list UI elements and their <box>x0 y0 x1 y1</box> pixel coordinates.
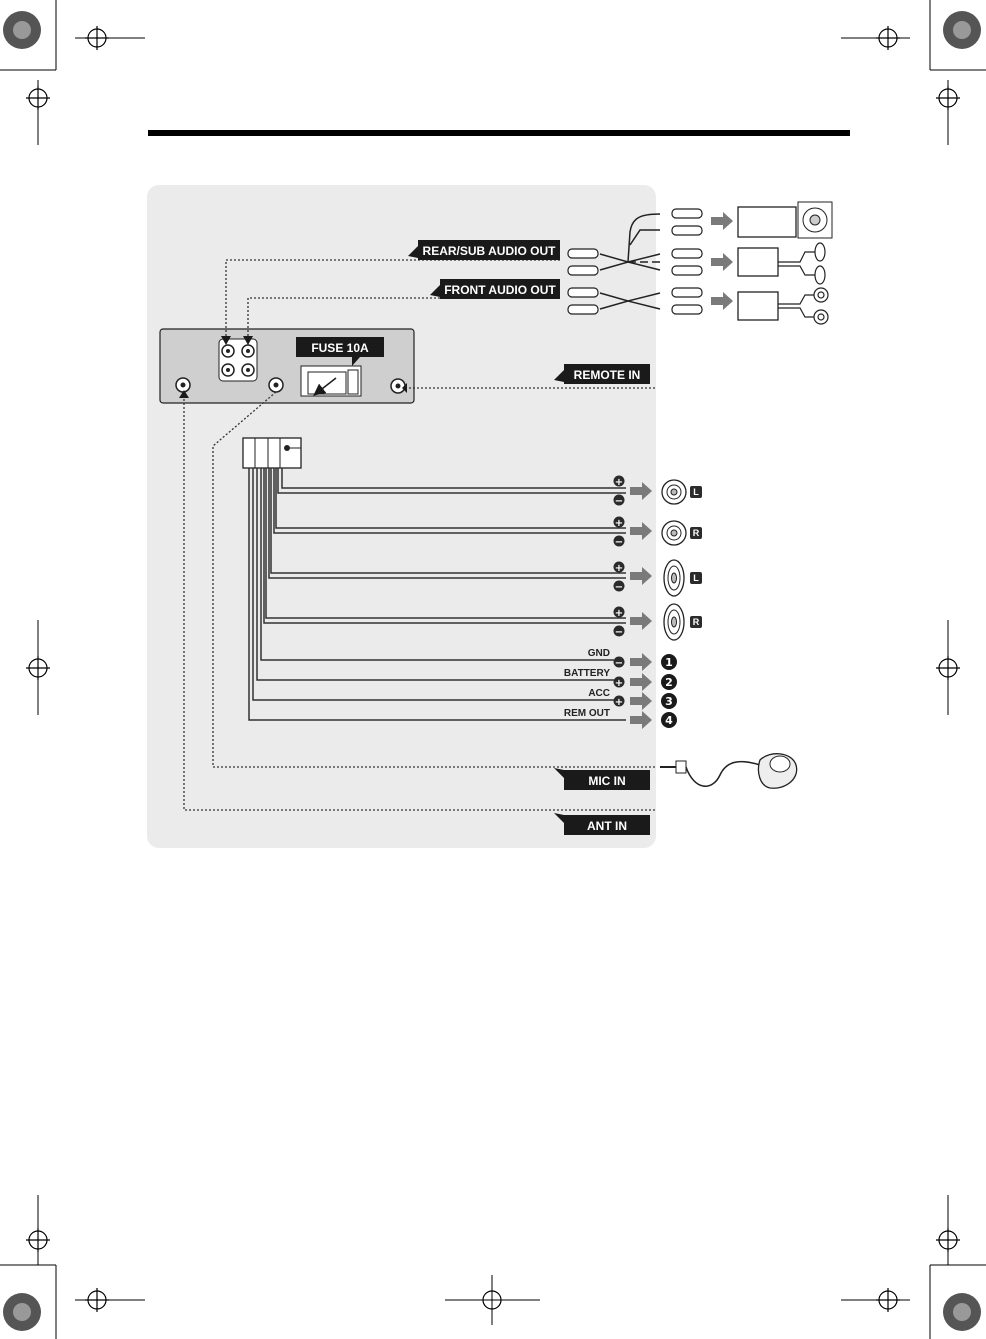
microphone-icon <box>660 754 797 789</box>
speaker-front-right: R <box>662 521 702 545</box>
tag-rear-sub-audio-out: REAR/SUB AUDIO OUT <box>408 240 560 260</box>
amplifier-arrows <box>711 212 733 310</box>
wire-label-rem-out: REM OUT <box>564 708 610 719</box>
ant-in-label: ANT IN <box>587 819 627 833</box>
wire-number: 4 <box>665 714 673 727</box>
mic-in-label: MIC IN <box>588 774 625 788</box>
minus-badge: − <box>614 626 625 639</box>
speaker-side-label: L <box>693 573 699 583</box>
wire-label-gnd: GND <box>588 648 610 659</box>
diagram-panel <box>147 185 656 848</box>
svg-text:+: + <box>615 477 623 488</box>
svg-text:−: − <box>615 496 623 507</box>
remote-in-label: REMOTE IN <box>574 368 641 382</box>
speaker-side-label: R <box>693 528 700 538</box>
svg-text:−: − <box>615 582 623 593</box>
header-rule <box>148 130 850 136</box>
speaker-rear-left: L <box>664 560 702 596</box>
tag-front-audio-out: FRONT AUDIO OUT <box>430 279 560 299</box>
wire-number: 3 <box>665 695 673 708</box>
wire-number: 2 <box>665 676 673 689</box>
svg-text:+: + <box>615 697 623 708</box>
plus-badge: + <box>614 607 625 620</box>
plus-badge: + <box>614 517 625 530</box>
wire-label-acc: ACC <box>588 688 610 699</box>
front-audio-out-label: FRONT AUDIO OUT <box>444 283 556 297</box>
minus-badge: − <box>614 495 625 508</box>
plus-badge: + <box>614 476 625 489</box>
svg-text:−: − <box>615 627 623 638</box>
svg-text:+: + <box>615 608 623 619</box>
svg-text:−: − <box>615 658 623 669</box>
amp-speaker-icons <box>778 243 828 324</box>
tag-remote-in: REMOTE IN <box>554 364 650 384</box>
svg-text:+: + <box>615 678 623 689</box>
speaker-rear-right: R <box>664 604 702 640</box>
subwoofer-icon <box>798 202 832 238</box>
speaker-side-label: L <box>693 487 699 497</box>
speaker-side-label: R <box>693 617 700 627</box>
wire-label-battery: BATTERY <box>564 668 610 679</box>
fuse-label: FUSE 10A <box>311 341 369 355</box>
svg-text:−: − <box>615 537 623 548</box>
wire-number: 1 <box>665 656 673 669</box>
harness-connector <box>243 438 301 468</box>
tag-ant-in: ANT IN <box>554 813 650 835</box>
minus-badge: − <box>614 536 625 549</box>
svg-text:+: + <box>615 518 623 529</box>
minus-badge: − <box>614 581 625 594</box>
rear-sub-audio-out-label: REAR/SUB AUDIO OUT <box>423 244 557 258</box>
tag-mic-in: MIC IN <box>554 768 650 790</box>
svg-text:+: + <box>615 563 623 574</box>
speaker-front-left: L <box>662 480 702 504</box>
plus-badge: + <box>614 562 625 575</box>
